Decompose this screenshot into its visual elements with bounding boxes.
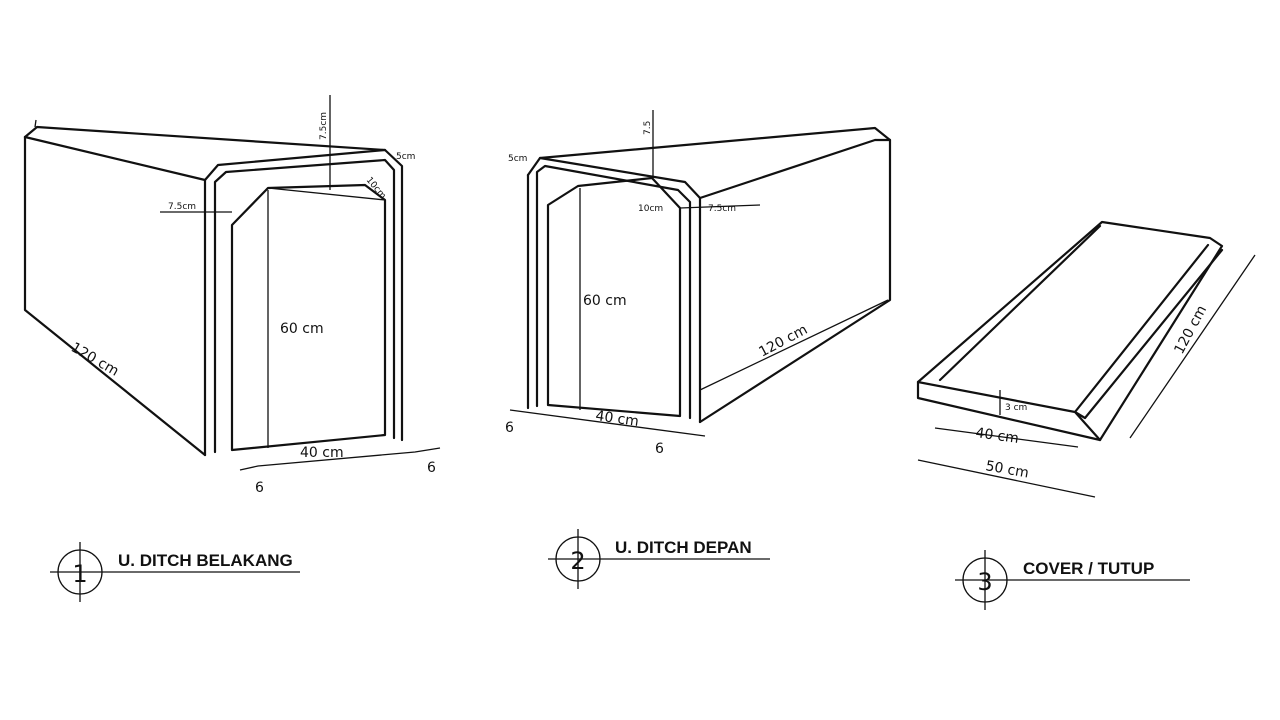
fig2-chamfer-label: 10cm — [638, 204, 663, 214]
fig1-side-label: 7.5cm — [168, 202, 196, 212]
fig2-height-label: 60 cm — [583, 293, 627, 309]
fig1-width-label: 40 cm — [300, 445, 344, 461]
fig2-wall-right-label: 6 — [655, 441, 664, 457]
u-ditch-depan-drawing — [509, 110, 892, 437]
fig1-top-label: 7.5cm — [319, 112, 329, 140]
fig1-wall-right-label: 6 — [427, 460, 436, 476]
fig1-height-label: 60 cm — [280, 321, 324, 337]
title-marker-3: 3 COVER / TUTUP — [955, 550, 1190, 610]
fig1-chamfer-label: 10cm — [364, 176, 388, 202]
title-marker-1: 1 U. DITCH BELAKANG — [50, 542, 300, 602]
fig2-wall-left-label: 6 — [505, 420, 514, 436]
fig2-number: 2 — [570, 547, 585, 575]
title-marker-2: 2 U. DITCH DEPAN — [548, 529, 770, 589]
fig3-title: COVER / TUTUP — [1023, 559, 1154, 578]
fig1-edge-label: 5cm — [396, 152, 415, 162]
fig3-number: 3 — [977, 568, 992, 596]
fig3-outer-width-label: 50 cm — [984, 458, 1030, 481]
fig1-number: 1 — [72, 560, 87, 588]
fig2-side-label: 7.5cm — [708, 204, 736, 214]
fig3-inner-width-label: 40 cm — [974, 425, 1019, 447]
fig2-title: U. DITCH DEPAN — [615, 538, 752, 557]
fig3-thickness-label: 3 cm — [1005, 403, 1027, 413]
fig1-length-label: 120 cm — [68, 340, 121, 380]
fig2-width-label: 40 cm — [594, 408, 639, 430]
cover-tutup-drawing — [916, 220, 1256, 498]
fig2-top-label: 7.5 — [643, 121, 653, 135]
fig1-wall-left-label: 6 — [255, 480, 264, 496]
fig1-title: U. DITCH BELAKANG — [118, 551, 293, 570]
u-ditch-belakang-drawing — [23, 95, 441, 471]
fig2-edge-label: 5cm — [508, 154, 527, 164]
